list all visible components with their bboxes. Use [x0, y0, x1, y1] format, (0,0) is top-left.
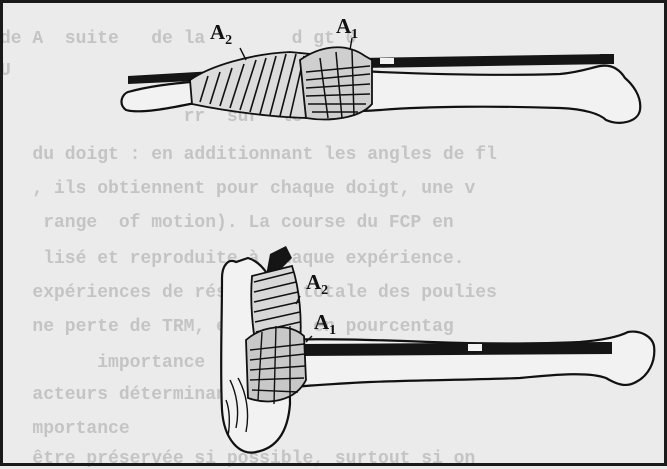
page-border — [0, 0, 667, 466]
